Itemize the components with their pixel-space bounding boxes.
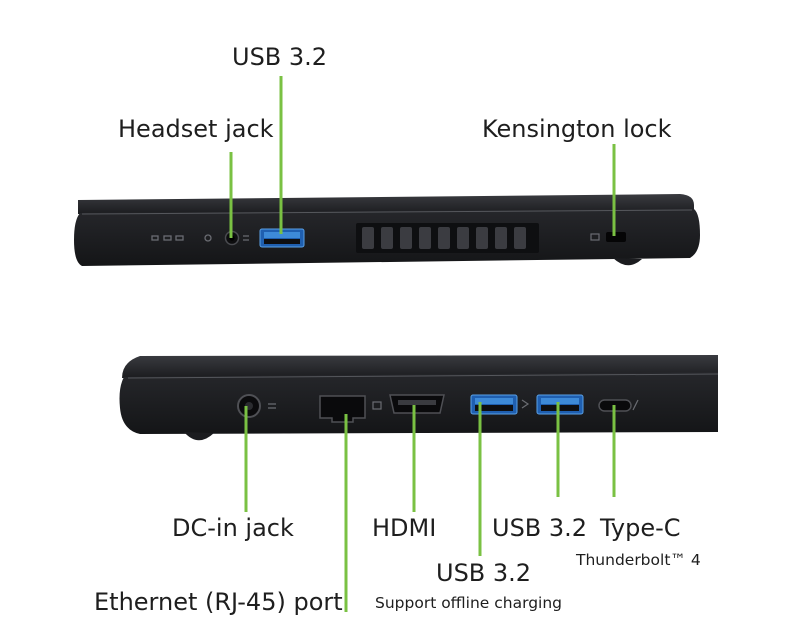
laptop-left-side [74, 194, 700, 266]
kensington-lock-slot [590, 232, 626, 242]
label-usb-right: USB 3.2 [492, 514, 588, 542]
label-thunderbolt-note: Thunderbolt™ 4 [576, 551, 701, 569]
usb-port-charging [470, 394, 530, 415]
label-usb-charging: USB 3.2 [436, 559, 532, 587]
status-indicator-icons [151, 234, 212, 242]
label-offline-charging-note: Support offline charging [375, 594, 563, 612]
label-usb-top: USB 3.2 [232, 43, 328, 71]
cooling-vent [356, 223, 539, 253]
ethernet-port [319, 395, 382, 423]
label-hdmi: HDMI [372, 514, 437, 542]
laptop-right-side [119, 355, 719, 441]
label-kensington-lock: Kensington lock [482, 115, 672, 143]
label-type-c: Type-C [600, 514, 681, 542]
dc-in-jack-port [237, 394, 276, 418]
label-dc-in-jack: DC-in jack [172, 514, 294, 542]
label-ethernet-port: Ethernet (RJ-45) port [94, 588, 343, 616]
usb-port-right [536, 394, 584, 415]
hdmi-port [389, 394, 445, 414]
leader-lines [229, 76, 616, 612]
label-headset-jack: Headset jack [118, 115, 274, 143]
